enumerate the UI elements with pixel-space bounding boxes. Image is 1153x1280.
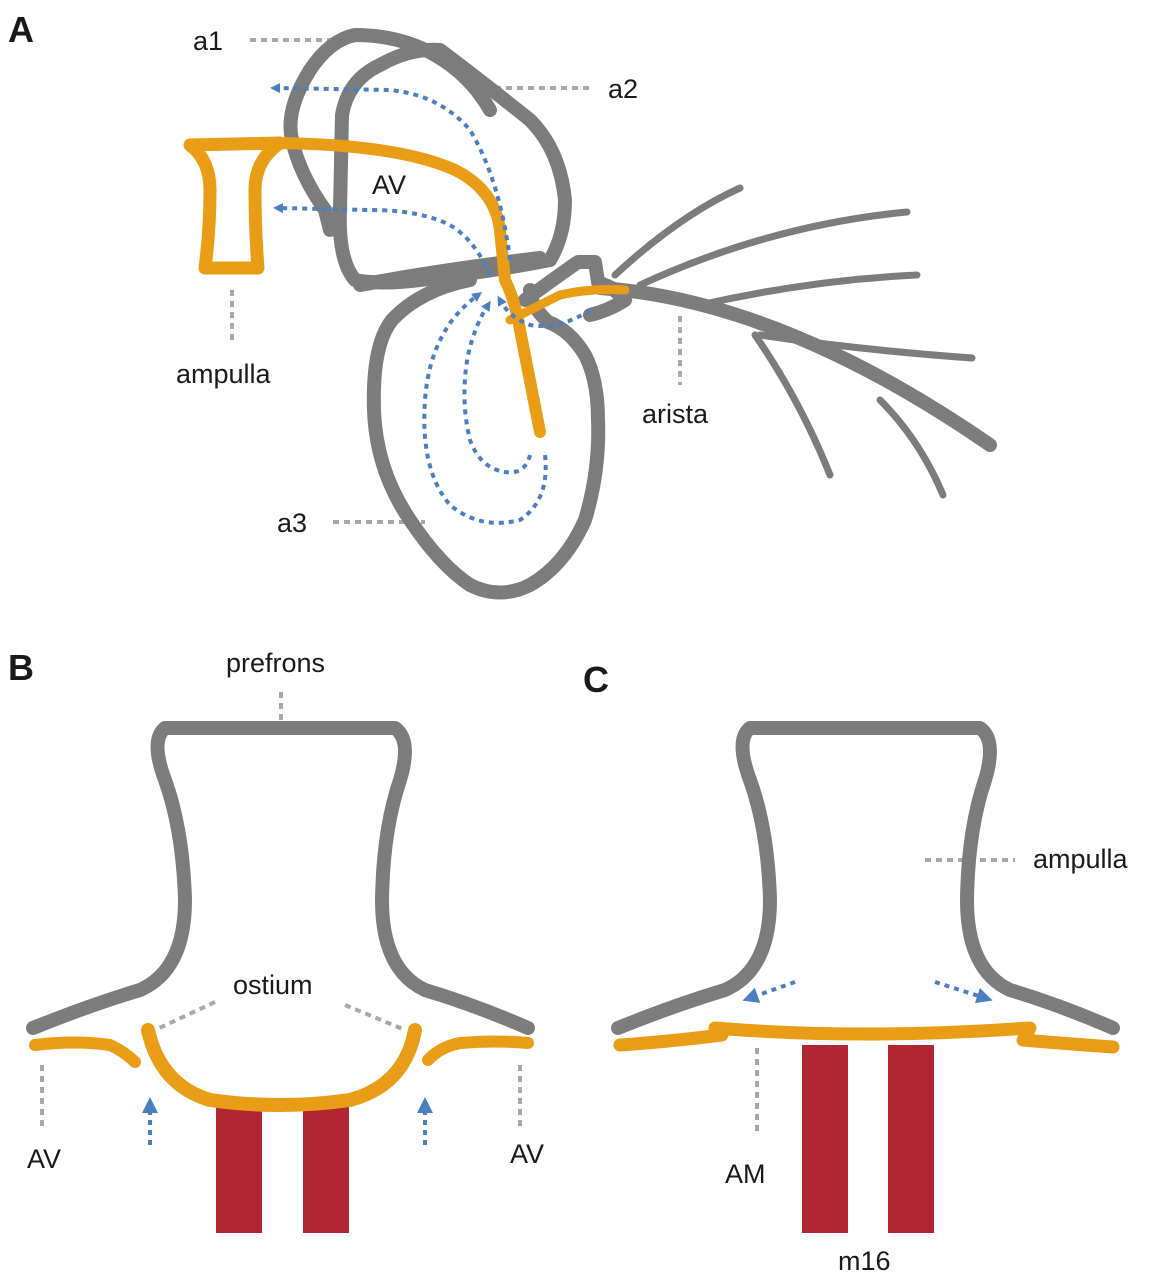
ampulla-a-shape xyxy=(190,143,280,268)
panel-c: C ampulla AM m16 xyxy=(583,659,1129,1276)
muscle-b-right xyxy=(303,1105,349,1233)
label-arista: arista xyxy=(642,399,709,429)
ostium-left-leader-line xyxy=(155,1002,215,1030)
muscle-b-left xyxy=(216,1105,262,1233)
arista-branch-4 xyxy=(760,335,972,358)
panel-b-leader-lines xyxy=(42,692,520,1130)
arista-branch-3 xyxy=(700,275,917,305)
panel-c-letter: C xyxy=(583,659,609,700)
panel-c-leader-lines xyxy=(757,860,1015,1135)
label-ampulla-a: ampulla xyxy=(176,359,272,389)
panel-b: B prefrons ostium AV AV xyxy=(8,647,544,1233)
label-ostium: ostium xyxy=(233,970,313,1000)
muscle-c-right xyxy=(888,1045,934,1233)
label-am: AM xyxy=(725,1159,766,1189)
flow-arrow-a3-outer xyxy=(424,295,545,523)
ampulla-c-shape xyxy=(618,728,1113,1028)
panel-b-letter: B xyxy=(8,647,34,688)
label-av-a: AV xyxy=(372,170,406,200)
ostium-vessel-b xyxy=(148,1030,415,1105)
av-b-left xyxy=(35,1043,135,1063)
a3-segment xyxy=(374,280,598,593)
flow-arrow-c-left xyxy=(750,982,795,998)
panel-a-letter: A xyxy=(8,9,34,50)
av-b-right xyxy=(428,1042,528,1061)
label-a3: a3 xyxy=(277,508,307,538)
flow-arrow-c-right xyxy=(935,982,985,998)
panel-a: A xyxy=(8,9,990,593)
am-vessel-c xyxy=(620,1028,1113,1047)
label-m16: m16 xyxy=(838,1246,891,1276)
label-av-b-right: AV xyxy=(510,1139,544,1169)
label-a1: a1 xyxy=(193,26,223,56)
label-ampulla-c: ampulla xyxy=(1033,844,1129,874)
ostium-right-leader-line xyxy=(345,1005,405,1030)
muscle-c-left xyxy=(802,1045,848,1233)
arista-branch-5 xyxy=(755,335,830,475)
label-a2: a2 xyxy=(608,74,638,104)
arista-branch-1 xyxy=(615,188,740,275)
label-av-b-left: AV xyxy=(27,1144,61,1174)
label-prefrons: prefrons xyxy=(226,648,325,678)
arista-shape xyxy=(600,188,990,495)
